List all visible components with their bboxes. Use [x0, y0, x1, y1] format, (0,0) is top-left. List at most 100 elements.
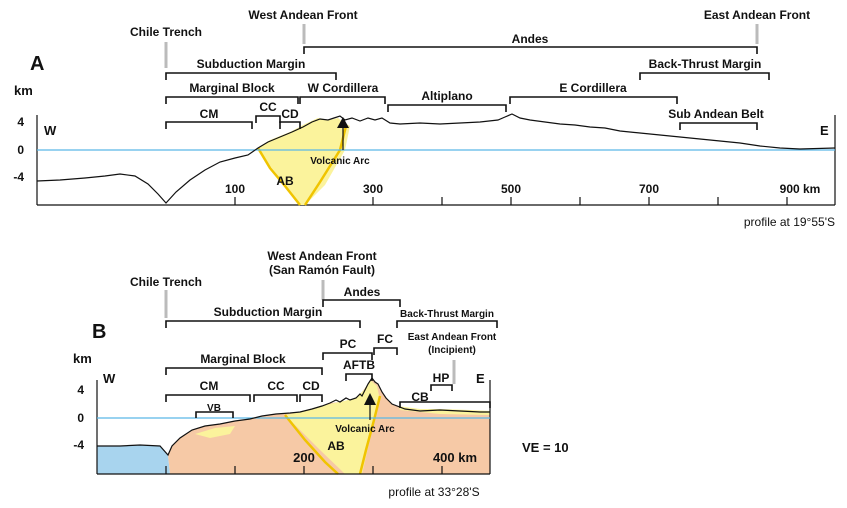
- panel-a-marginal-block-bracket: [165, 96, 299, 104]
- panel-b-east-front-sublabel: (Incipient): [428, 345, 476, 356]
- panel-a-cc-label: CC: [259, 100, 277, 114]
- panel-b-y-tick-4: 4: [77, 383, 84, 397]
- panel-b-vb-patch: [195, 426, 235, 438]
- panel-a-volcanic-arc-arrowhead: [337, 117, 349, 128]
- panel-a-backthrust-label: Back-Thrust Margin: [649, 57, 762, 71]
- panel-b-andes-label: Andes: [344, 285, 381, 299]
- panel-b-cm-bracket: [165, 394, 251, 402]
- panel-b-pc-bracket: [322, 352, 373, 360]
- panel-b-arc-edge-left: [284, 414, 339, 475]
- panel-a-cd-label: CD: [281, 107, 299, 121]
- panel-a-andes-label: Andes: [512, 32, 549, 46]
- panel-a-cm-label: CM: [200, 107, 219, 121]
- panel-a: Volcanic Arc AB Chile Trench West Andean…: [13, 8, 836, 229]
- panel-a-marginal-block-label: Marginal Block: [189, 81, 275, 95]
- panel-b-fc-bracket: [373, 347, 398, 355]
- panel-b: Volcanic Arc AB Chile Trench West Andean…: [73, 249, 569, 499]
- panel-b-marginal-block-bracket: [165, 367, 323, 375]
- panel-a-subduction-label: Subduction Margin: [197, 57, 306, 71]
- panel-a-x-tick-300: 300: [363, 182, 383, 196]
- panel-a-west-andean-front-label: West Andean Front: [248, 8, 357, 22]
- panel-b-unit-label: km: [73, 351, 92, 366]
- panel-b-chile-trench-label: Chile Trench: [130, 275, 202, 289]
- panel-b-arc-edge-right: [358, 395, 382, 475]
- panel-a-subandean-bracket: [679, 122, 758, 130]
- panel-a-subduction-bracket: [165, 72, 337, 80]
- panel-a-altiplano-label: Altiplano: [421, 89, 472, 103]
- panel-a-letter: A: [30, 53, 44, 75]
- panel-a-cm-bracket: [165, 121, 253, 129]
- panel-b-west-label: W: [103, 371, 116, 386]
- panel-b-volcanic-arc-label: Volcanic Arc: [335, 424, 395, 435]
- panel-a-cc-bracket: [255, 115, 281, 123]
- panel-b-east-front-label: East Andean Front: [408, 332, 497, 343]
- panel-b-vb-bracket: [195, 411, 234, 418]
- panel-a-caption: profile at 19°55'S: [744, 215, 835, 229]
- panel-a-ab-label: AB: [276, 174, 294, 188]
- panel-b-subduction-bracket: [165, 320, 361, 328]
- vertical-exaggeration-label: VE = 10: [522, 440, 569, 455]
- panel-b-pc-label: PC: [340, 337, 357, 351]
- panel-b-vb-label: VB: [207, 403, 221, 414]
- panel-b-hp-label: HP: [433, 371, 450, 385]
- panel-a-y-tick-4: 4: [17, 115, 24, 129]
- panel-b-cb-bracket: [399, 401, 491, 408]
- panel-a-x-tick-700: 700: [639, 182, 659, 196]
- panel-b-backthrust-label: Back-Thrust Margin: [400, 309, 494, 320]
- panel-a-east-label: E: [820, 123, 829, 138]
- panel-b-cc-label: CC: [267, 379, 285, 393]
- panel-a-arc-body: [258, 118, 350, 205]
- panel-b-andes-bracket: [322, 299, 401, 307]
- panel-b-hp-bracket: [430, 384, 453, 391]
- panel-a-arc-edge-left: [256, 147, 301, 206]
- panel-a-east-andean-front-label: East Andean Front: [704, 8, 810, 22]
- panel-b-cm-label: CM: [200, 379, 219, 393]
- panel-b-west-front-sublabel: (San Ramón Fault): [269, 263, 375, 277]
- panel-b-x-tick-marks: [165, 466, 443, 474]
- panel-b-topographic-profile: [97, 376, 490, 457]
- panel-b-y-tick-0: 0: [77, 411, 84, 425]
- panel-a-andes-bracket: [303, 46, 758, 54]
- panel-b-caption: profile at 33°28'S: [388, 485, 479, 499]
- panel-b-ocean-fill: [97, 445, 170, 474]
- panel-b-letter: B: [92, 321, 106, 343]
- panel-a-west-label: W: [44, 123, 57, 138]
- panel-a-x-tick-marks: [234, 197, 788, 205]
- panel-b-volcanic-arc-arrowhead: [364, 393, 376, 405]
- panel-a-subandean-label: Sub Andean Belt: [668, 107, 764, 121]
- panel-b-x-tick-400: 400 km: [433, 450, 477, 465]
- panel-b-aftb-label: AFTB: [343, 358, 375, 372]
- panel-b-ab-label: AB: [327, 439, 345, 453]
- panel-a-unit-label: km: [14, 83, 33, 98]
- panel-b-subduction-label: Subduction Margin: [214, 305, 323, 319]
- panel-a-chile-trench-label: Chile Trench: [130, 25, 202, 39]
- panel-a-altiplano-bracket: [387, 104, 507, 112]
- panel-b-aftb-bracket: [345, 373, 373, 381]
- panel-a-w-cordillera-label: W Cordillera: [308, 81, 379, 95]
- panel-b-east-label: E: [476, 371, 485, 386]
- panel-b-cd-bracket: [299, 394, 323, 402]
- panel-b-cd-label: CD: [302, 379, 320, 393]
- panel-b-y-tick-minus4: -4: [73, 438, 84, 452]
- panel-a-e-cordillera-bracket: [509, 96, 678, 104]
- panel-b-west-front-label: West Andean Front: [267, 249, 376, 263]
- panel-a-y-tick-0: 0: [17, 143, 24, 157]
- panel-a-e-cordillera-label: E Cordillera: [559, 81, 627, 95]
- panel-b-arc-body: [285, 380, 380, 474]
- panel-a-x-tick-100: 100: [225, 182, 245, 196]
- panel-a-x-tick-900: 900 km: [780, 182, 821, 196]
- panel-b-fc-label: FC: [377, 332, 393, 346]
- panel-b-marginal-block-label: Marginal Block: [200, 352, 286, 366]
- panel-a-topographic-profile: [36, 113, 836, 204]
- panel-a-cd-bracket: [279, 121, 301, 129]
- panel-a-backthrust-bracket: [639, 72, 770, 80]
- panel-b-backthrust-bracket: [396, 320, 498, 328]
- panel-a-volcanic-arc-label: Volcanic Arc: [310, 156, 370, 167]
- panel-b-x-tick-200: 200: [293, 450, 315, 465]
- panel-b-cb-label: CB: [411, 390, 429, 404]
- panel-a-y-tick-minus4: -4: [13, 170, 24, 184]
- panel-b-cc-bracket: [253, 394, 298, 402]
- panel-a-w-cordillera-bracket: [299, 96, 386, 104]
- panel-a-x-tick-500: 500: [501, 182, 521, 196]
